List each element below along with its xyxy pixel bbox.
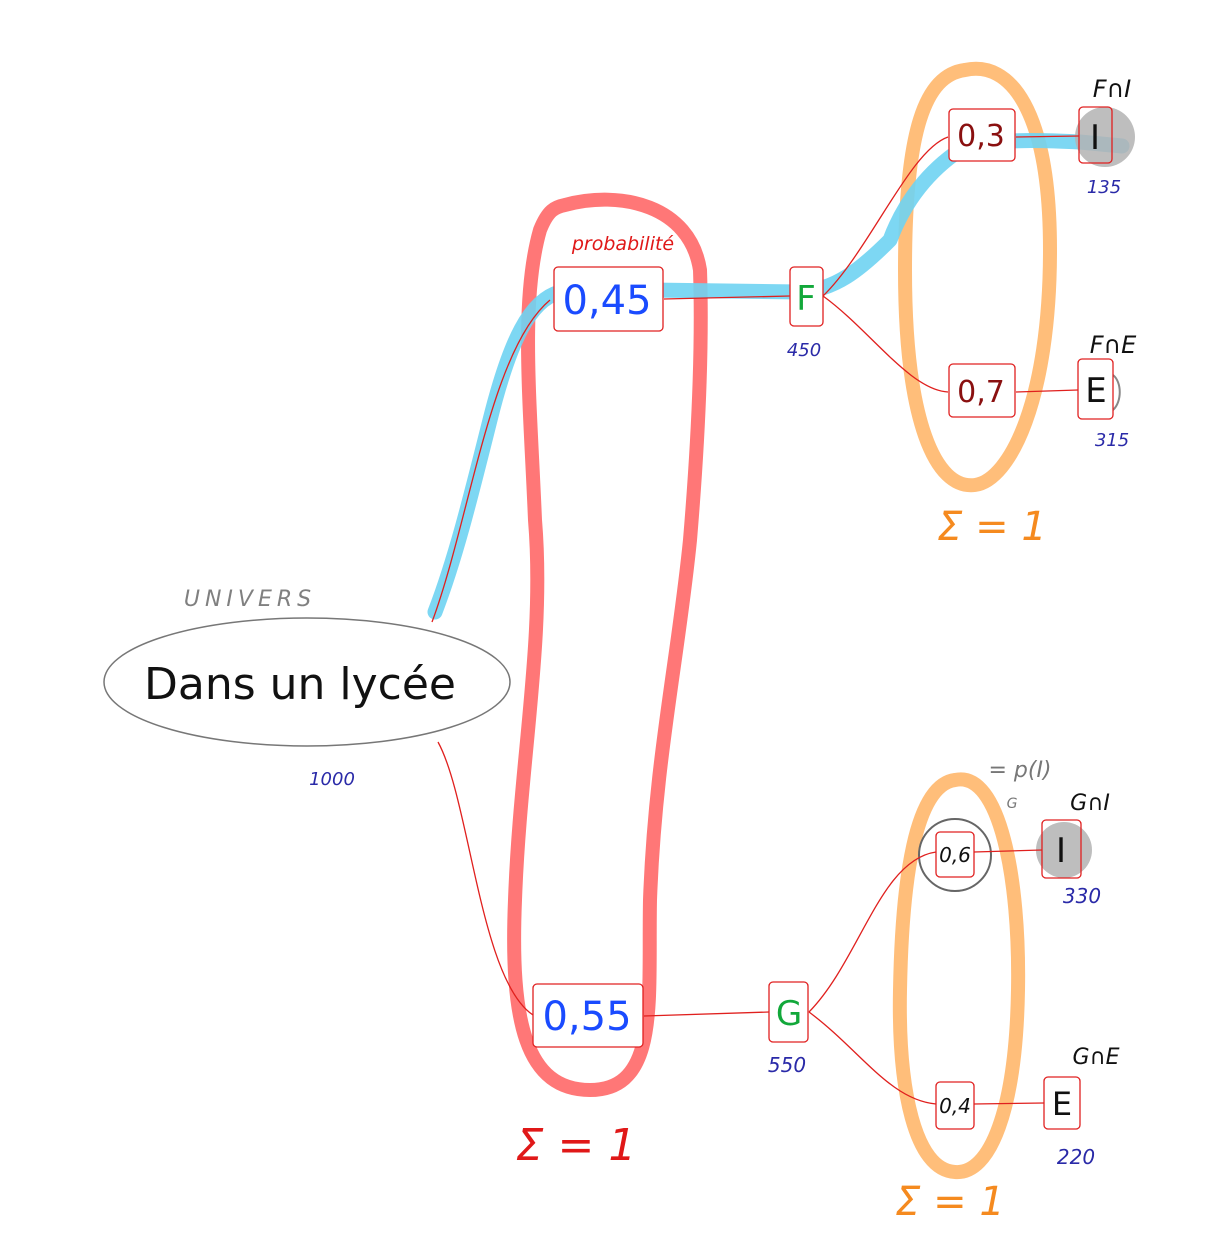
prob-f-text: 0,45 xyxy=(562,278,651,324)
sum-g-children: Σ = 1 xyxy=(895,1179,1005,1225)
leaf-fi-count: 135 xyxy=(1087,177,1121,198)
leaf-ge-event: G∩E xyxy=(1072,1045,1119,1070)
node-box-g xyxy=(768,981,809,1043)
tree-edges xyxy=(431,135,1080,1105)
leaf-ge-count: 220 xyxy=(1057,1145,1095,1169)
node-g-letter: G xyxy=(776,994,802,1034)
prob-box-gi xyxy=(935,831,975,878)
prob-box-fi xyxy=(948,108,1016,162)
root-annotation: UNIVERS xyxy=(184,587,316,612)
node-f-letter: F xyxy=(796,279,816,319)
prob-fi-text: 0,3 xyxy=(957,119,1005,154)
edge-root-to-055 xyxy=(437,741,534,1016)
gray-circle-g06 xyxy=(918,818,992,892)
edge-045-to-f xyxy=(663,295,791,300)
node-box-f xyxy=(789,266,824,327)
orange-loop-g-children xyxy=(892,772,1026,1180)
edge-g-to-06 xyxy=(808,851,937,1013)
edge-055-to-g xyxy=(643,1011,770,1017)
prob-fe-text: 0,7 xyxy=(957,375,1005,410)
leaf-fe-letter: E xyxy=(1085,371,1106,411)
prob-gi-note-sub: G xyxy=(1007,796,1018,812)
edge-07-to-e xyxy=(1015,389,1079,393)
prob-g-text: 0,55 xyxy=(542,994,631,1040)
edge-03-to-i xyxy=(1015,135,1080,138)
leaf-box-fi xyxy=(1078,106,1113,164)
node-f-count: 450 xyxy=(787,340,821,361)
leaf-gi-count: 330 xyxy=(1063,884,1101,908)
edge-06-to-i xyxy=(973,849,1043,853)
edge-04-to-e xyxy=(973,1102,1045,1105)
leaf-box-ge xyxy=(1043,1076,1081,1130)
gray-highlight-fi xyxy=(1075,107,1135,167)
first-level-header: probabilité xyxy=(571,233,674,255)
leaf-fi-event: F∩I xyxy=(1093,75,1131,103)
edge-f-to-03 xyxy=(822,136,949,297)
leaf-gi-letter: I xyxy=(1056,831,1066,871)
edge-f-to-07 xyxy=(822,295,949,393)
sum-first-level: Σ = 1 xyxy=(516,1120,637,1171)
prob-box-ge xyxy=(935,1081,975,1130)
prob-ge-text: 0,4 xyxy=(939,1094,971,1118)
edge-root-to-045 xyxy=(431,299,551,623)
prob-box-f xyxy=(553,266,664,332)
orange-loop-f-children xyxy=(897,61,1058,493)
prob-gi-text: 0,6 xyxy=(939,843,971,867)
leaf-fe-count: 315 xyxy=(1095,430,1129,451)
prob-box-fe xyxy=(948,363,1016,418)
leaf-gi-event: G∩I xyxy=(1070,791,1110,816)
leaf-box-gi xyxy=(1041,819,1082,879)
root-count: 1000 xyxy=(309,769,355,790)
edge-g-to-04 xyxy=(808,1011,937,1105)
leaf-box-fe xyxy=(1077,358,1114,420)
node-g-count: 550 xyxy=(768,1053,806,1077)
root-ellipse xyxy=(103,617,511,747)
prob-gi-note: = p(I) xyxy=(988,758,1051,783)
gray-highlight-gi xyxy=(1036,822,1092,878)
red-loop-first-level xyxy=(507,192,708,1097)
leaf-ge-letter: E xyxy=(1052,1085,1072,1123)
gray-arc-fe xyxy=(1112,374,1121,411)
leaf-fe-event: F∩E xyxy=(1090,331,1137,359)
prob-box-g xyxy=(532,983,644,1048)
root-label: Dans un lycée xyxy=(144,659,456,710)
leaf-fi-letter: I xyxy=(1090,118,1100,158)
sum-f-children: Σ = 1 xyxy=(937,504,1047,550)
